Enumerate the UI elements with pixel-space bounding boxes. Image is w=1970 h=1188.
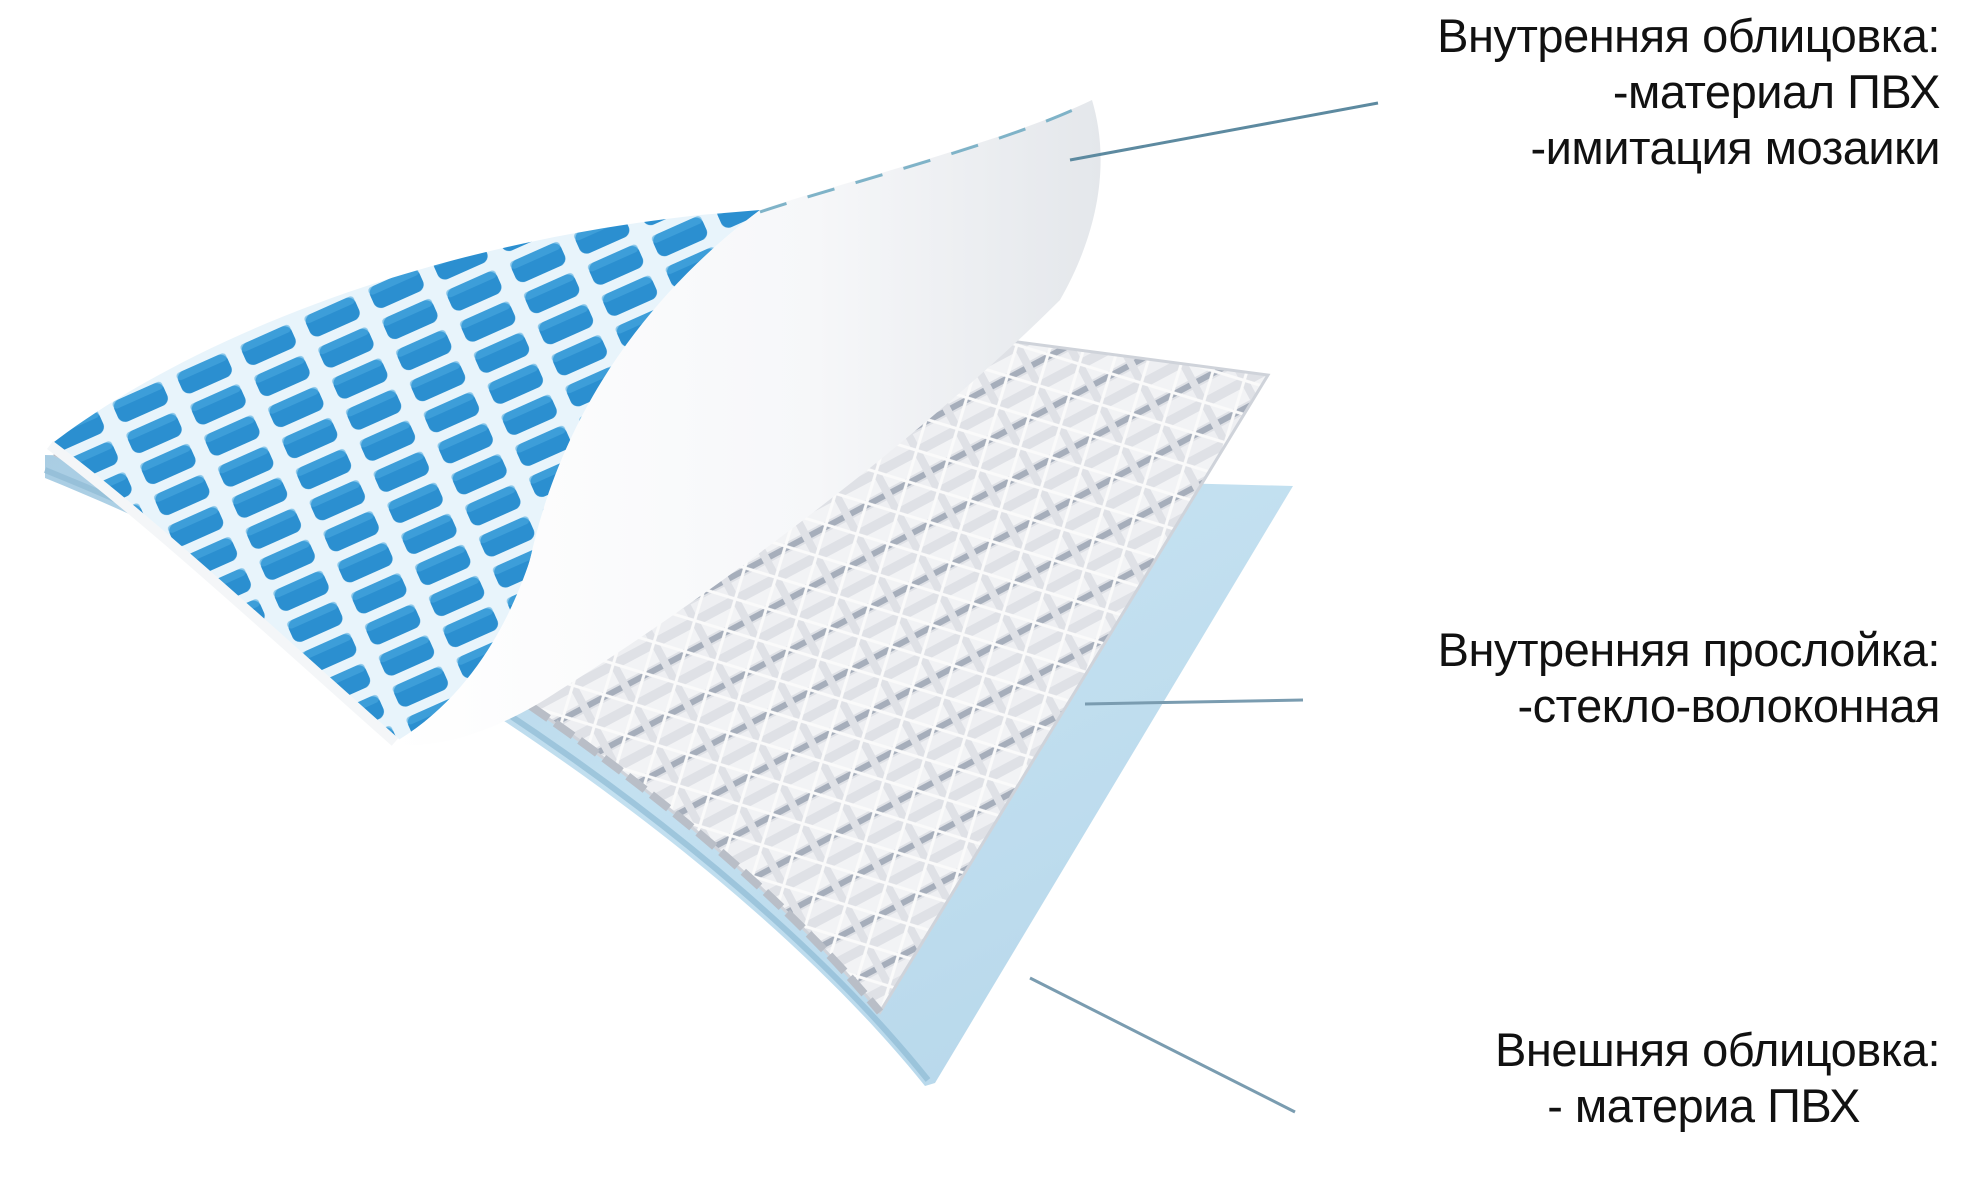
label-outer-lining-title: Внешняя облицовка: bbox=[1495, 1023, 1940, 1076]
label-outer-lining-line-1: - материа ПВХ bbox=[1547, 1079, 1860, 1132]
label-inner-layer: Внутренняя прослойка: -стекло-волоконная bbox=[1437, 622, 1941, 734]
leader-line-outer-lining bbox=[1029, 976, 1296, 1114]
inner-lining-curl bbox=[390, 100, 1101, 746]
leader-line-inner-layer bbox=[1084, 698, 1304, 706]
label-inner-layer-title: Внутренняя прослойка: bbox=[1437, 623, 1941, 676]
label-inner-lining-title: Внутренняя облицовка: bbox=[1437, 9, 1940, 62]
label-inner-layer-line-1: -стекло-волоконная bbox=[1517, 679, 1941, 732]
label-outer-lining: Внешняя облицовка: - материа ПВХ bbox=[1495, 1022, 1940, 1134]
leader-line-inner-lining bbox=[1069, 101, 1379, 162]
label-inner-lining-line-2: -имитация мозаики bbox=[1530, 121, 1941, 174]
label-inner-lining: Внутренняя облицовка: -материал ПВХ -ими… bbox=[1437, 8, 1940, 176]
label-inner-lining-line-1: -материал ПВХ bbox=[1612, 65, 1941, 118]
